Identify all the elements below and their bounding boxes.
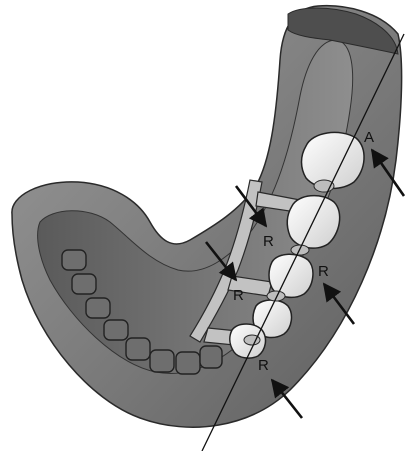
label-rest-upper-left: R bbox=[263, 233, 274, 250]
label-rest-bottom: R bbox=[258, 357, 269, 374]
tooth-anterior bbox=[104, 320, 128, 340]
label-abutment: A bbox=[364, 129, 374, 146]
tooth-anterior bbox=[176, 352, 200, 374]
label-rest-right: R bbox=[318, 263, 329, 280]
tooth-anterior bbox=[62, 250, 86, 270]
tooth-anterior bbox=[72, 274, 96, 294]
tooth-anterior bbox=[150, 350, 174, 372]
tooth-anterior bbox=[126, 338, 150, 360]
tooth-anterior bbox=[200, 346, 222, 368]
tooth-anterior bbox=[86, 298, 110, 318]
label-rest-lower-left: R bbox=[233, 287, 244, 304]
